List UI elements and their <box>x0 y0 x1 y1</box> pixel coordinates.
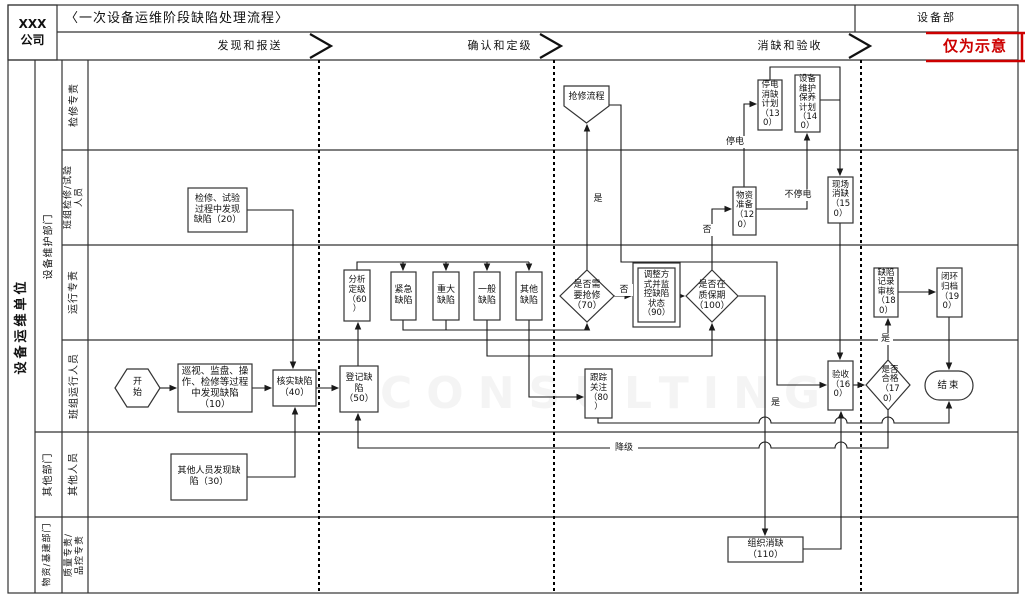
defect-urgent: 紧急 缺陷 <box>394 285 413 306</box>
lane-role-quality-lead: 质量专责/ 品控专责 <box>64 532 85 578</box>
node-80: 跟踪 关注 （80 ） <box>588 373 609 413</box>
lane-group-other-dept: 其他部门 <box>42 452 54 497</box>
start-hexagon <box>114 368 161 408</box>
defect-urgent-box <box>390 271 417 321</box>
edge-label-rush-yes: 是 <box>590 193 606 205</box>
decision-100: 是否在 质保期 （100） <box>694 280 730 312</box>
lane-group-material-dept: 物资/基建部门 <box>42 522 53 587</box>
edge-label-qualified-yes: 是 <box>878 333 893 345</box>
rush-process: 抢修流程 <box>568 91 605 102</box>
node-60: 分析 定级 （60 ） <box>347 275 367 315</box>
defect-general: 一般 缺陷 <box>477 285 496 306</box>
note-rules <box>926 31 1025 63</box>
node-20: 检修、试验 过程中发现 缺陷（20） <box>193 194 242 226</box>
end-node: 结束 <box>937 379 961 391</box>
lane-role-operation-lead: 运行专责 <box>68 270 80 314</box>
decision-170: 是否 合格 （17 0） <box>880 364 900 404</box>
node-40-box <box>272 369 317 407</box>
phase-chevrons <box>309 33 873 59</box>
swimlane-grid <box>7 4 1019 594</box>
decision-70-diamond <box>559 269 615 323</box>
decision-170-diamond <box>865 359 911 411</box>
node-110: 组织消缺 （110） <box>747 538 784 560</box>
node-80-box <box>584 368 613 419</box>
phase-eliminate-accept: 消缺和验收 <box>757 38 823 52</box>
node-10: 巡视、监盘、操 作、检修等过程 中发现缺陷 （10） <box>181 365 249 411</box>
node-160-box <box>827 360 854 411</box>
node-190: 闭环 归档 （19 0） <box>939 272 960 312</box>
node-160: 验收 （16 0） <box>830 370 851 400</box>
node-120: 物资 准备 （12 0） <box>734 190 755 230</box>
edge-label-rush-no: 否 <box>615 284 633 296</box>
edge-label-no-power-off: 不停电 <box>780 189 816 201</box>
defect-major: 重大 缺陷 <box>436 285 455 306</box>
end-stadium <box>924 370 974 401</box>
node-90-inner-box <box>637 267 676 323</box>
lane-role-other-staff: 其他人员 <box>68 452 80 496</box>
node-30: 其他人员发现缺 陷（30） <box>177 466 241 487</box>
company-cell: XXX 公司 <box>18 16 47 47</box>
decision-100-diamond <box>685 269 739 323</box>
node-180: 缺陷 记录 审核 （18 0） <box>876 267 896 316</box>
phase-dividers <box>318 60 862 593</box>
node-130-box <box>757 79 783 131</box>
edge-label-warranty-yes: 是 <box>768 397 783 409</box>
rush-process-pentagon <box>563 85 610 124</box>
node-10-box <box>177 363 253 413</box>
defect-major-box <box>432 271 460 321</box>
defect-other-box <box>515 271 543 321</box>
defect-other: 其他 缺陷 <box>519 285 538 306</box>
note-badge: 仅为示意 <box>942 37 1007 56</box>
flow-shapes <box>114 74 974 563</box>
node-140: 设备 维护 保养 计划 （14 0） <box>797 74 818 132</box>
edge-label-downgrade: 降级 <box>610 442 638 454</box>
node-150: 现场 消缺 （15 0） <box>830 179 851 219</box>
edge-label-power-off: 停电 <box>722 136 748 148</box>
start-node: 开 始 <box>132 377 142 398</box>
decision-70: 是否需 要抢修 （70） <box>572 280 602 312</box>
node-120-box <box>732 186 757 236</box>
node-60-box <box>343 269 371 322</box>
defect-general-box <box>473 271 501 321</box>
node-180-box <box>873 267 899 318</box>
node-130: 停电 消缺 计划 （13 0） <box>760 80 780 129</box>
node-140-box <box>794 74 821 133</box>
node-50: 登记缺 陷 （50） <box>344 373 374 405</box>
node-190-box <box>936 267 963 318</box>
node-90: 调整方 式并监 控缺陷 状态 （90） <box>642 270 671 319</box>
lane-group-maintenance-dept: 设备维护部门 <box>43 213 55 280</box>
lane-unit-label: 设备运维单位 <box>13 278 29 375</box>
department-cell: 设备部 <box>917 11 956 25</box>
page-title: 〈一次设备运维阶段缺陷处理流程〉 <box>65 11 290 27</box>
node-40: 核实缺陷 （40） <box>276 377 313 398</box>
node-20-box <box>187 187 248 233</box>
node-30-box <box>170 453 248 501</box>
lane-role-team-operators: 班组运行人员 <box>69 353 81 419</box>
phase-confirm-grade: 确认和定级 <box>467 38 533 52</box>
node-110-box <box>727 536 804 563</box>
phase-discover-report: 发现和报送 <box>217 38 283 52</box>
node-50-box <box>339 365 379 413</box>
flow-edges <box>160 66 953 550</box>
edge-label-warranty-no: 否 <box>699 224 715 236</box>
lane-role-team-test: 班组检修/试验 人员 <box>63 164 85 230</box>
node-150-box <box>827 176 854 224</box>
lane-role-overhaul-lead: 检修专责 <box>69 83 81 127</box>
